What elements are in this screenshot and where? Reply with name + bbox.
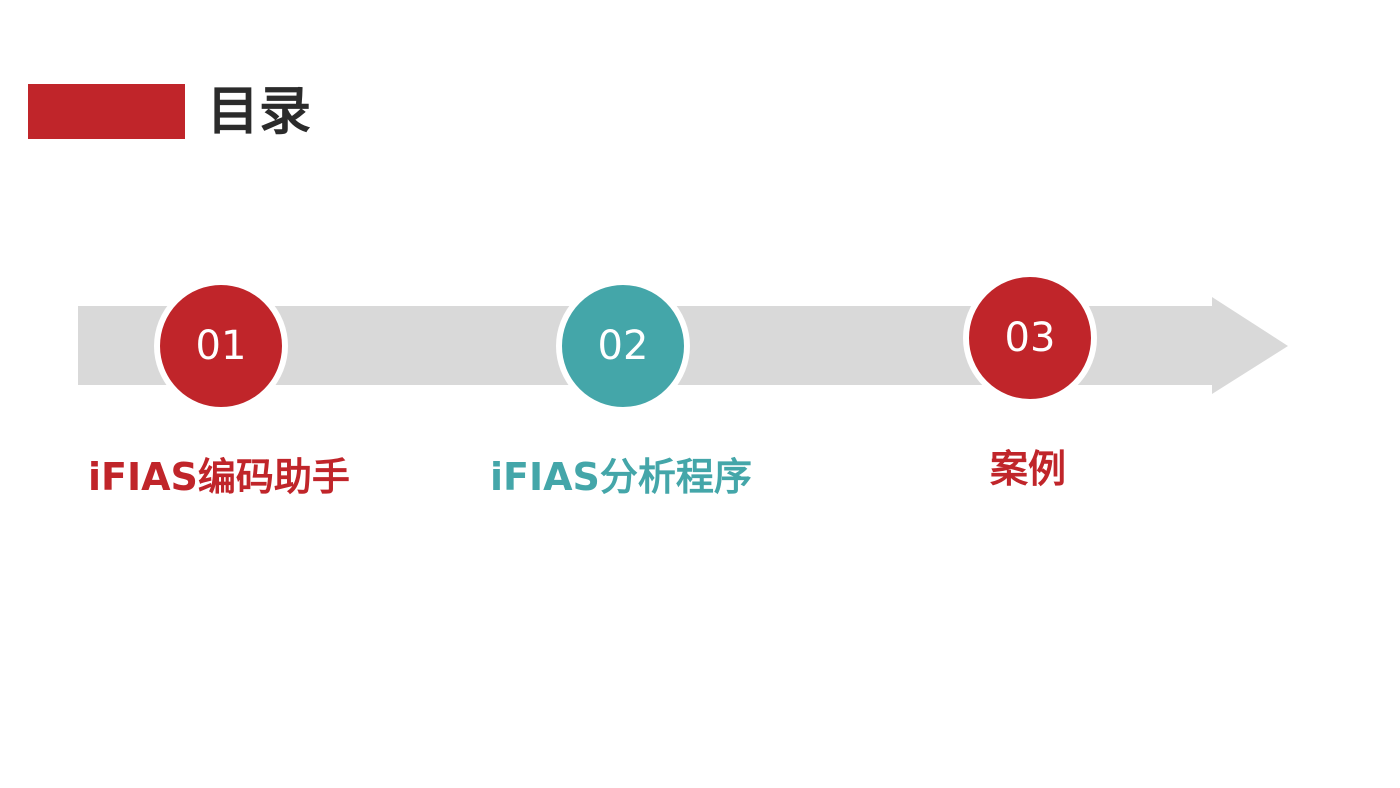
step-03-circle[interactable]: 03 xyxy=(963,271,1097,405)
title-accent-bar xyxy=(28,84,185,139)
step-02-circle[interactable]: 02 xyxy=(556,279,690,413)
step-03-label[interactable]: 案例 xyxy=(990,447,1067,491)
step-03-number: 03 xyxy=(1004,315,1056,361)
page-title: 目录 xyxy=(207,82,312,142)
step-01-number: 01 xyxy=(195,323,247,369)
step-02-label[interactable]: iFIAS分析程序 xyxy=(490,455,752,499)
step-02-number: 02 xyxy=(597,323,649,369)
step-01-label[interactable]: iFIAS编码助手 xyxy=(88,455,350,499)
step-01-circle[interactable]: 01 xyxy=(154,279,288,413)
